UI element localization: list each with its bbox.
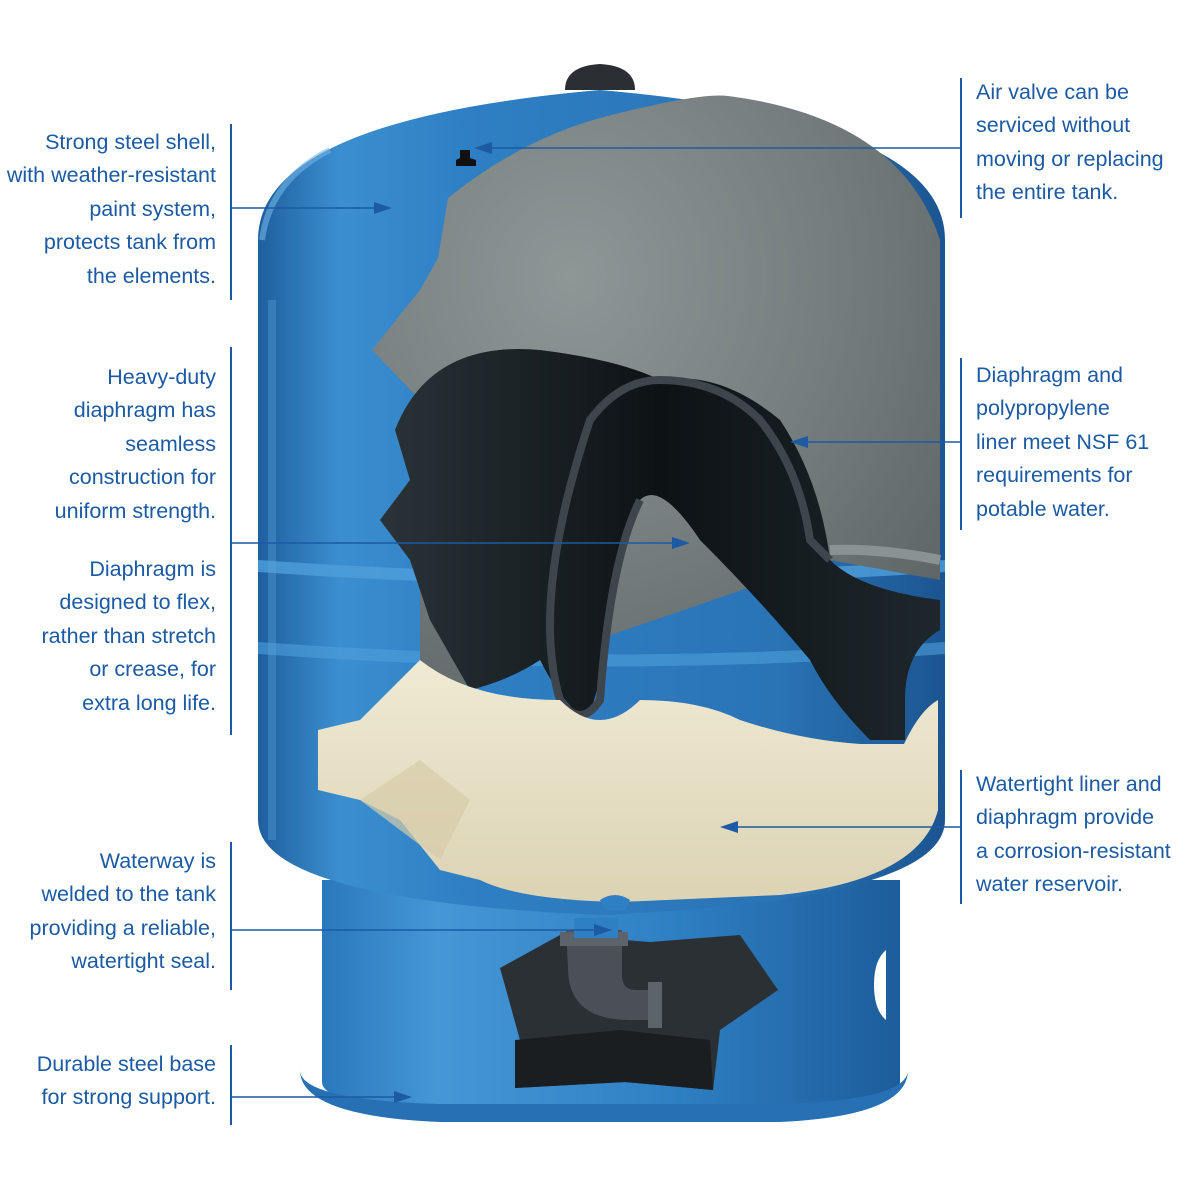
- callout-waterway: Waterway is welded to the tank providing…: [29, 849, 216, 974]
- diaphragm: [380, 349, 941, 740]
- callout-bar: [230, 1045, 232, 1125]
- callout-heavy-duty-diaphragm: Heavy-duty diaphragm has seamless constr…: [54, 365, 216, 523]
- steel-base: [300, 880, 908, 1122]
- annotation-lines: [232, 142, 962, 1103]
- callout-bar: [230, 842, 232, 990]
- callout-diaphragm-flex: Diaphragm is designed to flex, rather th…: [41, 557, 216, 715]
- callout-bar: [960, 78, 962, 218]
- callout-steel-shell: Strong steel shell, with weather-resista…: [6, 130, 216, 288]
- callout-air-valve: Air valve can be serviced without moving…: [976, 80, 1164, 205]
- callout-steel-base: Durable steel base for strong support.: [36, 1052, 216, 1110]
- liner: [318, 660, 938, 910]
- air-valve-icon: [456, 150, 476, 166]
- callout-bar: [230, 347, 232, 735]
- callout-watertight-liner: Watertight liner and diaphragm provide a…: [976, 772, 1171, 897]
- callout-bar: [230, 124, 232, 300]
- callout-nsf-61: Diaphragm and polypropylene liner meet N…: [976, 363, 1150, 521]
- callout-bar: [960, 358, 962, 530]
- waterway-pipe: [566, 930, 652, 1020]
- callout-bar: [960, 770, 962, 904]
